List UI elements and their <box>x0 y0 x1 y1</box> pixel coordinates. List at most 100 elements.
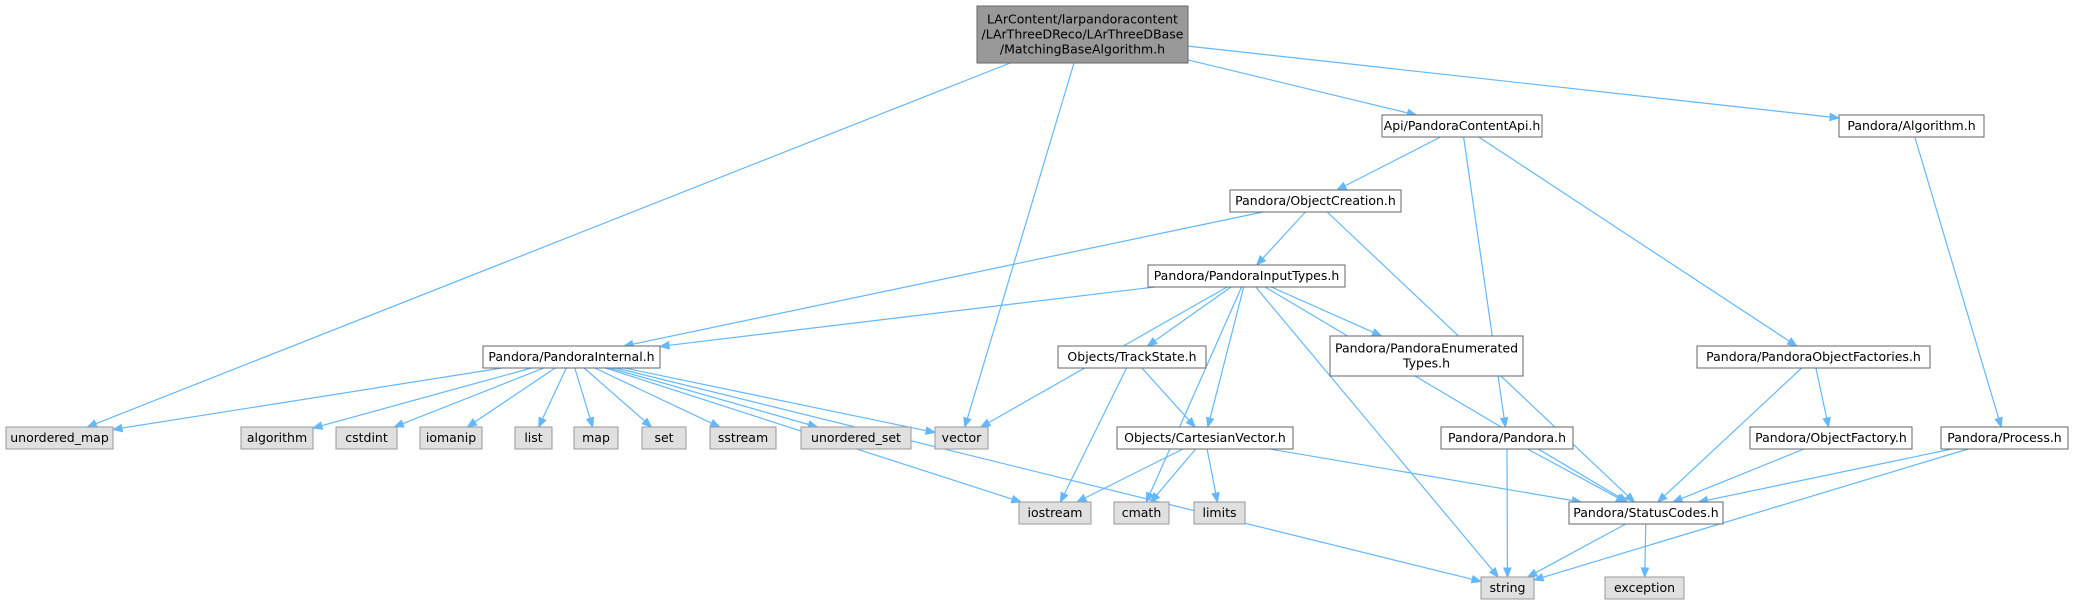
node-pandora-object-factories[interactable]: Pandora/PandoraObjectFactories.h <box>1696 345 1931 369</box>
edge-line <box>583 367 646 422</box>
node-pandora-internal[interactable]: Pandora/PandoraInternal.h <box>482 345 661 369</box>
node-label: string <box>1490 580 1526 595</box>
edge-api_pandora_content_api-to-pandora_pandora <box>1463 136 1509 429</box>
edge-objects_track_state-to-objects_cartesian_vector <box>1141 367 1197 429</box>
node-box <box>1018 501 1092 525</box>
edge-arrowhead <box>924 426 937 435</box>
node-pandora-status-codes[interactable]: Pandora/StatusCodes.h <box>1568 501 1724 525</box>
node-api-pandora-content-api[interactable]: Api/PandoraContentApi.h <box>1381 114 1543 138</box>
edge-pandora_status_codes-to-exception <box>1640 523 1650 579</box>
node-box <box>5 426 114 450</box>
node-pandora-process[interactable]: Pandora/Process.h <box>1940 426 2069 450</box>
edge-line <box>1206 448 1217 494</box>
edge-line <box>1141 367 1190 421</box>
edge-line <box>1271 286 1374 333</box>
edge-pandora_object_creation-to-pandora_input_types <box>1255 211 1306 266</box>
node-unordered-set: unordered_set <box>800 426 912 450</box>
node-label: Pandora/PandoraInputTypes.h <box>1154 268 1340 283</box>
node-label: cmath <box>1122 505 1162 520</box>
edge-api_pandora_content_api-to-pandora_object_creation <box>1335 136 1441 191</box>
edge-line <box>321 367 532 427</box>
edge-pandora_algorithm-to-pandora_process <box>1914 136 2003 429</box>
edge-arrowhead <box>311 421 324 430</box>
node-pandora-pandora[interactable]: Pandora/Pandora.h <box>1440 426 1574 450</box>
edge-root-to-api_pandora_content_api <box>1187 59 1418 118</box>
node-label: Pandora/ObjectFactory.h <box>1755 430 1907 445</box>
edge-arrowhead <box>466 418 478 428</box>
edge-line <box>668 286 1155 346</box>
node-label: unordered_map <box>10 430 109 445</box>
node-label: Pandora/StatusCodes.h <box>1573 505 1718 520</box>
edge-arrowhead <box>1829 112 1841 122</box>
edge-line <box>121 367 503 429</box>
edge-pandora_input_types-to-objects_cartesian_vector <box>1206 286 1245 429</box>
node-cstdint: cstdint <box>335 426 398 450</box>
node-label: LArContent/larpandoracontent <box>987 12 1178 27</box>
edge-pandora_object_factories-to-pandora_status_codes <box>1656 367 1803 503</box>
edge-arrowhead <box>1488 566 1500 579</box>
edge-arrowhead <box>641 417 653 428</box>
edge-line <box>1154 286 1232 342</box>
edge-root-to-vector <box>963 62 1075 429</box>
node-sstream: sstream <box>709 426 777 450</box>
edge-arrowhead <box>1640 567 1650 579</box>
edge-objects_cartesian_vector-to-pandora_status_codes <box>1269 448 1583 505</box>
node-pandora-input-types[interactable]: Pandora/PandoraInputTypes.h <box>1147 264 1346 288</box>
node-label: Types.h <box>1402 356 1450 371</box>
edge-line <box>1542 448 1969 578</box>
node-pandora-algorithm[interactable]: Pandora/Algorithm.h <box>1838 114 1985 138</box>
node-pandora-object-creation[interactable]: Pandora/ObjectCreation.h <box>1229 189 1402 213</box>
node-box <box>1329 335 1524 377</box>
edge-line <box>1707 448 1953 501</box>
node-objects-track-state[interactable]: Objects/TrackState.h <box>1057 345 1207 369</box>
edge-arrowhead <box>585 416 595 429</box>
node-box <box>419 426 483 450</box>
node-unordered-map: unordered_map <box>5 426 114 450</box>
edge-pandora_pandora-to-pandora_status_codes <box>1527 448 1627 503</box>
edge-arrowhead <box>1503 567 1512 579</box>
edge-pandora_input_types-to-pandora_status_codes <box>1264 286 1629 503</box>
node-box <box>1147 264 1346 288</box>
node-box <box>976 5 1189 64</box>
edge-pandora_input_types-to-string <box>1255 286 1500 579</box>
node-label: list <box>524 430 542 445</box>
edge-pandora_internal-to-iomanip <box>466 367 556 428</box>
node-root[interactable]: LArContent/larpandoracontent/LArThreeDRe… <box>976 5 1189 64</box>
node-box <box>1440 426 1574 450</box>
edge-objects_cartesian_vector-to-iostream <box>1075 448 1184 503</box>
edge-pandora_status_codes-to-string <box>1526 523 1626 578</box>
edge-arrowhead <box>963 416 972 429</box>
node-box <box>1940 426 2069 450</box>
node-label: vector <box>942 430 983 445</box>
node-map: map <box>573 426 619 450</box>
edge-line <box>1815 367 1828 419</box>
edge-arrowhead <box>1532 573 1545 582</box>
edge-pandora_internal-to-unordered_set <box>609 367 819 429</box>
edge-arrowhead <box>979 418 992 428</box>
node-objects-cartesian-vector[interactable]: Objects/CartesianVector.h <box>1116 426 1294 450</box>
edge-arrowhead <box>1206 416 1215 429</box>
edge-line <box>1269 448 1573 502</box>
edge-line <box>541 367 567 420</box>
edge-line <box>615 367 1473 580</box>
edge-arrowhead <box>1994 416 2003 429</box>
node-vector: vector <box>934 426 989 450</box>
edge-pandora_input_types-to-cmath <box>1145 286 1243 504</box>
node-label: set <box>654 430 673 445</box>
node-pandora-object-factory[interactable]: Pandora/ObjectFactory.h <box>1749 426 1913 450</box>
node-label: sstream <box>718 430 768 445</box>
edge-line <box>1478 136 1790 342</box>
edge-arrowhead <box>1211 491 1220 504</box>
node-box <box>1568 501 1724 525</box>
edge-pandora_input_types-to-pandora_enumerated_types <box>1271 286 1383 337</box>
edge-pandora_internal-to-list <box>538 367 567 429</box>
node-label: Pandora/ObjectCreation.h <box>1235 193 1396 208</box>
edge-line <box>574 367 591 419</box>
edge-arrowhead <box>1075 493 1088 503</box>
edge-line <box>1663 367 1803 497</box>
node-label: unordered_set <box>811 430 901 445</box>
node-box <box>573 426 619 450</box>
node-label: iomanip <box>426 430 476 445</box>
edge-arrowhead <box>709 419 721 428</box>
